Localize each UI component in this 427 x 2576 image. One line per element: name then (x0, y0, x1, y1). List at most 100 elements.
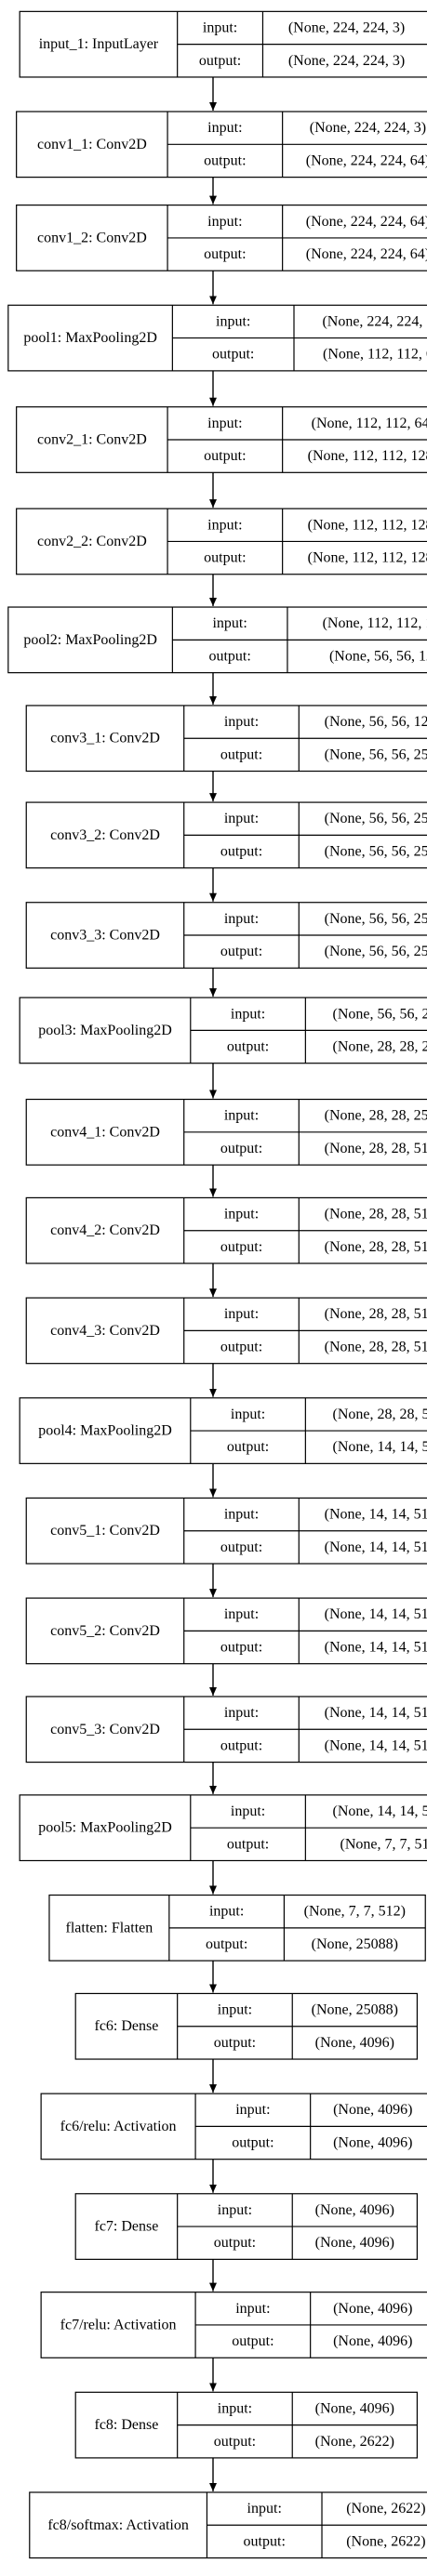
input-shape: (None, 2622) (346, 2501, 425, 2517)
output-shape: (None, 112, 112, 64) (323, 347, 427, 363)
output-label: output: (220, 1239, 262, 1255)
output-shape: (None, 112, 112, 128) (308, 448, 427, 464)
output-shape: (None, 2622) (315, 2434, 394, 2450)
layer-name: conv5_1: Conv2D (50, 1523, 160, 1539)
input-shape: (None, 224, 224, 3) (310, 120, 426, 136)
input-shape: (None, 28, 28, 512) (333, 1407, 427, 1422)
input-label: input: (247, 2501, 282, 2517)
input-shape: (None, 14, 14, 512) (325, 1507, 427, 1523)
input-label: input: (224, 714, 259, 730)
output-label: output: (220, 1737, 262, 1753)
input-label: input: (231, 1407, 265, 1422)
layer-name: conv4_2: Conv2D (50, 1222, 160, 1238)
input-shape: (None, 4096) (315, 2202, 394, 2218)
output-shape: (None, 56, 56, 256) (325, 844, 427, 860)
output-label: output: (227, 1439, 269, 1455)
output-shape: (None, 25088) (312, 1936, 398, 1952)
input-shape: (None, 14, 14, 512) (325, 1705, 427, 1721)
layer-node: fc7: Dense input: output: (None, 4096) (None… (74, 2193, 419, 2260)
input-label: input: (209, 1904, 244, 1920)
input-label: input: (231, 1006, 265, 1022)
input-shape: (None, 4096) (333, 2301, 412, 2317)
input-shape: (None, 28, 28, 512) (325, 1207, 427, 1222)
output-label: output: (227, 1039, 269, 1055)
output-label: output: (220, 1640, 262, 1656)
output-label: output: (232, 2333, 274, 2349)
input-label: input: (224, 811, 259, 826)
input-shape: (None, 14, 14, 512) (333, 1803, 427, 1819)
input-label: input: (218, 2400, 252, 2416)
layer-name: fc7: Dense (95, 2219, 159, 2235)
output-shape: (None, 4096) (315, 2235, 394, 2251)
input-label: input: (207, 120, 242, 136)
output-label: output: (214, 2035, 256, 2051)
output-shape: (None, 14, 14, 512) (333, 1439, 427, 1455)
layer-name: conv5_2: Conv2D (50, 1623, 160, 1639)
output-label: output: (214, 2235, 256, 2251)
layer-node: flatten: Flatten input: output: (None, 7, 7… (48, 1894, 426, 1962)
input-label: input: (224, 1207, 259, 1222)
output-label: output: (214, 2434, 256, 2450)
output-shape: (None, 4096) (315, 2035, 394, 2051)
input-label: input: (218, 2002, 252, 2018)
input-shape: (None, 7, 7, 512) (304, 1904, 406, 1920)
input-shape: (None, 4096) (333, 2102, 412, 2118)
output-shape: (None, 7, 7, 512) (340, 1836, 427, 1852)
output-label: output: (208, 648, 250, 664)
input-shape: (None, 14, 14, 512) (325, 1606, 427, 1622)
input-label: input: (235, 2301, 270, 2317)
input-shape: (None, 56, 56, 256) (325, 911, 427, 927)
layer-node: conv5_2: Conv2D input: output: (None, 14, 1… (25, 1597, 427, 1665)
output-shape: (None, 28, 28, 512) (325, 1239, 427, 1255)
layer-name: pool4: MaxPooling2D (38, 1423, 172, 1439)
output-shape: (None, 112, 112, 128) (308, 550, 427, 566)
output-label: output: (204, 550, 246, 566)
input-label: input: (235, 2102, 270, 2118)
input-label: input: (224, 1606, 259, 1622)
output-shape: (None, 14, 14, 512) (325, 1737, 427, 1753)
layer-node: conv3_1: Conv2D input: output: (None, 56, 5… (25, 705, 427, 773)
output-label: output: (206, 1936, 247, 1952)
input-label: input: (224, 1306, 259, 1322)
input-label: input: (207, 517, 242, 533)
input-shape: (None, 112, 112, 64) (312, 416, 427, 431)
output-label: output: (204, 448, 246, 464)
layer-name: conv3_1: Conv2D (50, 731, 160, 746)
layer-node: fc7/relu: Activation input: output: (None, … (40, 2292, 427, 2358)
layer-name: pool5: MaxPooling2D (38, 1820, 172, 1836)
output-shape: (None, 224, 224, 64) (306, 246, 427, 262)
output-shape: (None, 14, 14, 512) (325, 1539, 427, 1555)
layer-name: fc8/softmax: Activation (47, 2517, 189, 2533)
input-label: input: (231, 1803, 265, 1819)
output-shape: (None, 28, 28, 512) (325, 1141, 427, 1156)
output-label: output: (220, 746, 262, 762)
input-shape: (None, 224, 224, 3) (288, 20, 405, 36)
output-shape: (None, 224, 224, 64) (306, 152, 427, 168)
layer-name: fc7/relu: Activation (60, 2317, 177, 2332)
input-label: input: (207, 214, 242, 230)
input-label: input: (224, 911, 259, 927)
input-label: input: (224, 1108, 259, 1124)
layer-name: conv3_2: Conv2D (50, 827, 160, 843)
layer-name: flatten: Flatten (66, 1920, 153, 1935)
input-shape: (None, 56, 56, 128) (325, 714, 427, 730)
input-shape: (None, 112, 112, 128) (323, 615, 427, 631)
output-shape: (None, 4096) (333, 2333, 412, 2349)
layer-name: conv4_3: Conv2D (50, 1323, 160, 1339)
output-label: output: (199, 53, 241, 69)
input-shape: (None, 28, 28, 256) (325, 1108, 427, 1124)
output-shape: (None, 224, 224, 3) (288, 53, 405, 69)
input-label: input: (218, 2202, 252, 2218)
